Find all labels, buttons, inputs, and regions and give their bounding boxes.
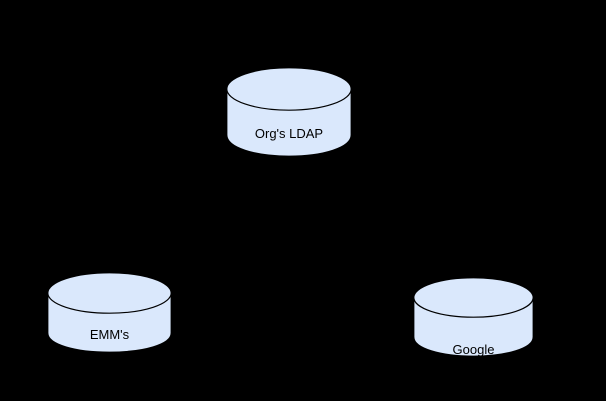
node-google[interactable]: Google bbox=[413, 277, 534, 357]
cylinder-shape-ldap bbox=[226, 67, 352, 157]
cylinder-shape-emm bbox=[47, 272, 172, 353]
node-label-line2: directory bbox=[264, 170, 314, 185]
node-emm-database[interactable]: EMM's database bbox=[47, 272, 172, 386]
cylinder-shape-google bbox=[413, 277, 534, 357]
node-org-ldap-directory[interactable]: Org's LDAP directory bbox=[226, 67, 352, 185]
node-label-line2: database bbox=[82, 371, 137, 386]
